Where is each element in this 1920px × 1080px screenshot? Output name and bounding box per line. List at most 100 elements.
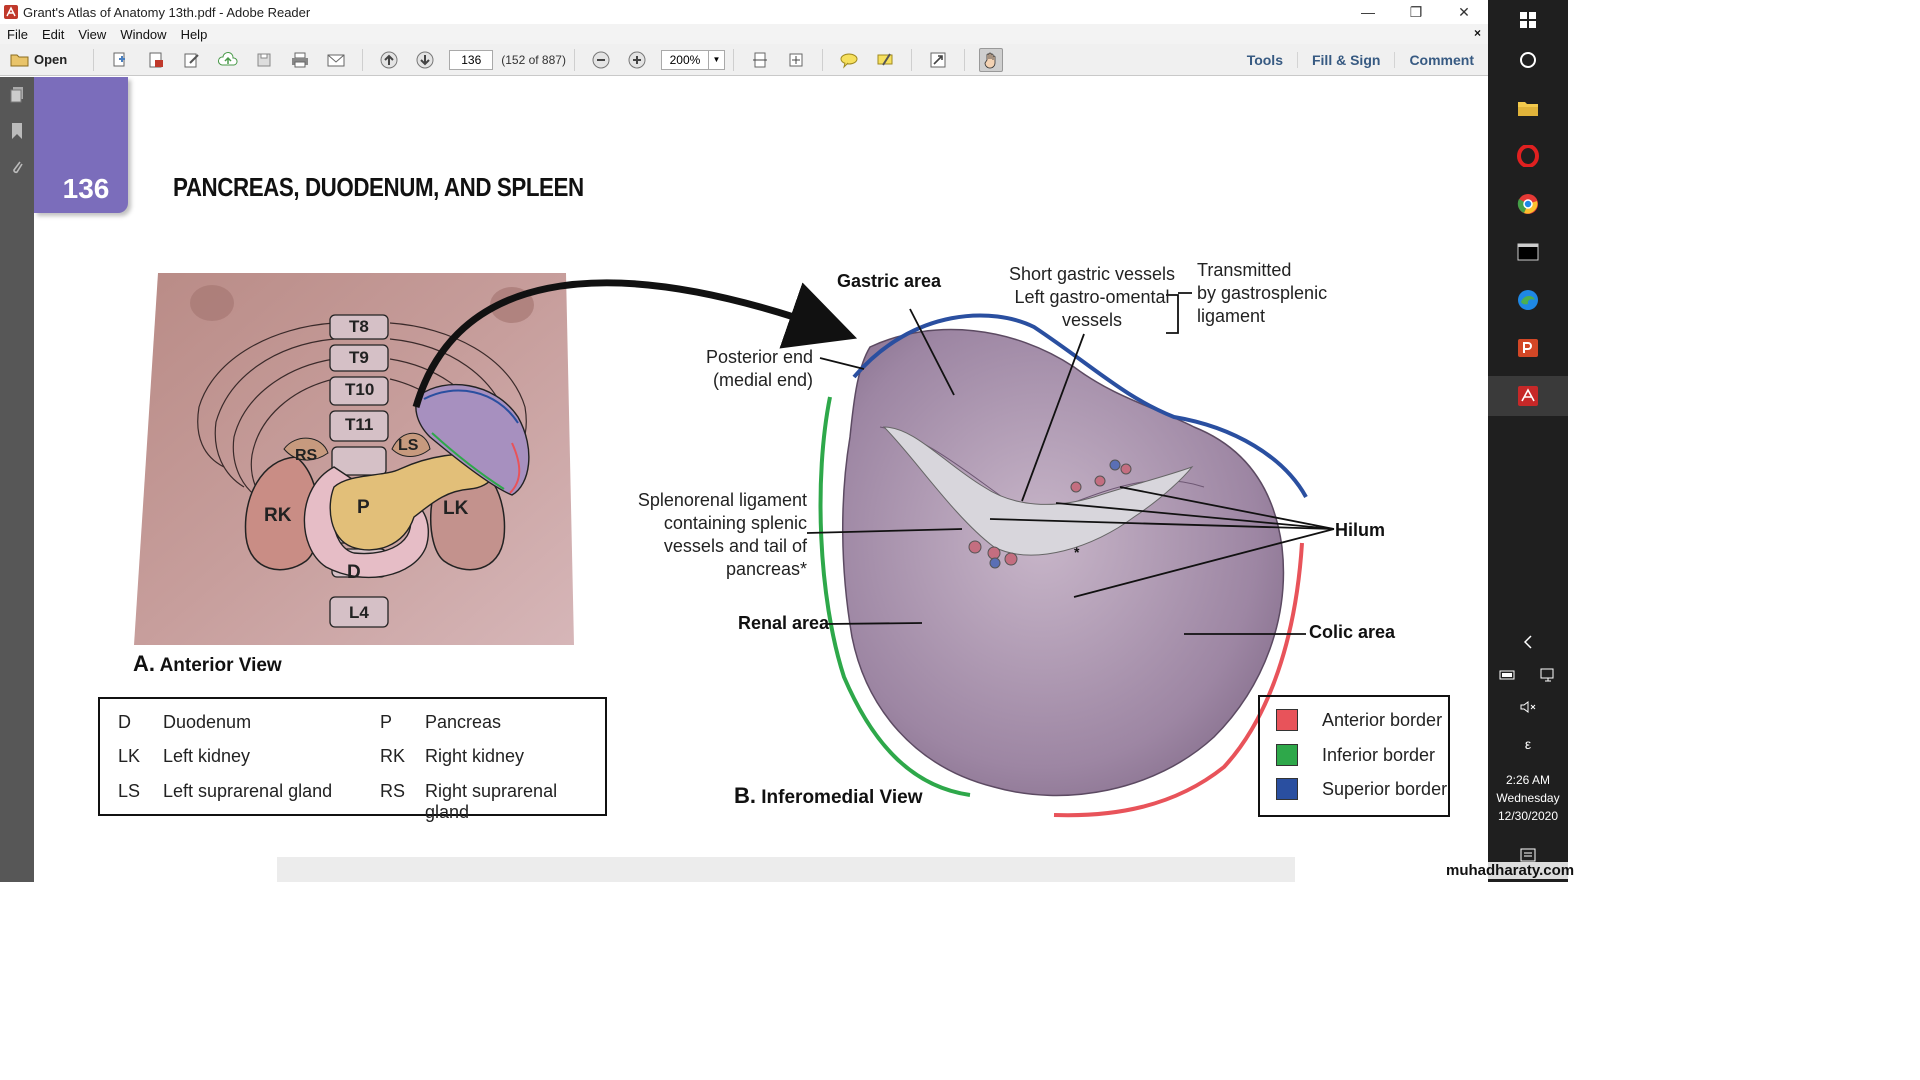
folder-icon: [10, 54, 29, 66]
inferior-border-line: [818, 396, 971, 797]
cloud-upload-icon[interactable]: [216, 48, 240, 72]
label-hilum: Hilum: [1335, 520, 1386, 540]
close-window-button[interactable]: ✕: [1458, 3, 1470, 20]
fit-page-icon[interactable]: [748, 48, 772, 72]
legend-abbr-lk: LK: [118, 746, 141, 766]
legend-name-right-suprarenal: Right suprarenal gland: [425, 781, 558, 822]
abbreviation-legend: D Duodenum LK Left kidney LS Left suprar…: [98, 697, 607, 822]
organ-label-p: P: [357, 497, 370, 518]
label-transmitted: Transmitted by gastrosplenic ligament: [1197, 259, 1327, 328]
label-transmitted-line3: ligament: [1197, 306, 1266, 326]
fill-sign-link[interactable]: Fill & Sign: [1296, 52, 1394, 68]
toolbar-separator: [821, 48, 823, 71]
comment-icon[interactable]: [837, 48, 861, 72]
toolbar: Open 136 (152 of 887) 200% ▼ Tools: [0, 44, 1488, 76]
adobe-reader-taskbar-icon[interactable]: [1488, 376, 1568, 416]
legend-inferior-border: Inferior border: [1276, 744, 1435, 766]
label-posterior-line2: (medial end): [712, 370, 813, 390]
network-icon[interactable]: [1528, 655, 1568, 695]
edge-icon[interactable]: [1488, 280, 1568, 320]
previous-page-icon[interactable]: [377, 48, 401, 72]
inferior-border-swatch: [1276, 744, 1298, 766]
legend-name-right-kidney: Right kidney: [425, 746, 525, 766]
comment-link[interactable]: Comment: [1394, 52, 1488, 68]
superior-border-swatch: [1276, 778, 1298, 800]
edit-pdf-icon[interactable]: [180, 48, 204, 72]
close-document-button[interactable]: ×: [1473, 26, 1481, 40]
highlight-icon[interactable]: [873, 48, 897, 72]
legend-abbr-d: D: [118, 712, 131, 732]
document-view[interactable]: 136 PANCREAS, DUODENUM, AND SPLEEN: [34, 77, 1488, 882]
minimize-button[interactable]: —: [1361, 4, 1375, 20]
clock-time: 2:26 AM: [1505, 773, 1551, 787]
label-short-gastric-line2: Left gastro-omental: [1014, 287, 1170, 307]
taskbar: ε 2:26 AM Wednesday 12/30/2020: [1488, 0, 1568, 882]
hand-tool-icon[interactable]: [978, 47, 1003, 72]
zoom-in-icon[interactable]: [625, 48, 649, 72]
figure-b-letter: B.: [734, 783, 756, 808]
full-screen-icon[interactable]: [926, 48, 950, 72]
vertebra-label-t9: T9: [349, 348, 369, 367]
legend-name-left-suprarenal: Left suprarenal gland: [163, 781, 333, 801]
menu-file[interactable]: File: [7, 26, 28, 42]
figure-b-caption: B. Inferomedial View: [734, 783, 922, 809]
menu-bar: File Edit View Window Help ×: [0, 24, 1488, 44]
toolbar-separator: [93, 48, 95, 71]
vertebra-label-t8: T8: [349, 317, 369, 336]
export-pdf-icon[interactable]: [144, 48, 168, 72]
system-clock[interactable]: 2:26 AM Wednesday 12/30/2020: [1488, 771, 1568, 825]
save-icon[interactable]: [252, 48, 276, 72]
next-page-icon[interactable]: [413, 48, 437, 72]
tools-link[interactable]: Tools: [1246, 52, 1283, 68]
inferior-border-label: Inferior border: [1322, 744, 1436, 765]
chevron-down-icon[interactable]: ▼: [707, 50, 724, 69]
label-transmitted-line1: Transmitted: [1197, 260, 1292, 280]
powerpoint-icon[interactable]: [1488, 328, 1568, 368]
open-button[interactable]: Open: [10, 52, 67, 68]
fit-width-icon[interactable]: [784, 48, 808, 72]
chrome-icon[interactable]: [1488, 184, 1568, 224]
menu-view[interactable]: View: [78, 26, 107, 42]
legend-name-duodenum: Duodenum: [163, 712, 252, 732]
window-title: Grant's Atlas of Anatomy 13th.pdf - Adob…: [23, 4, 311, 20]
menu-edit[interactable]: Edit: [41, 26, 65, 42]
legend-name-pancreas: Pancreas: [425, 712, 502, 732]
clock-date: 12/30/2020: [1497, 809, 1559, 823]
create-pdf-icon[interactable]: [108, 48, 132, 72]
start-icon[interactable]: [1488, 0, 1568, 40]
attachments-icon[interactable]: [0, 149, 34, 185]
battery-icon[interactable]: [1488, 655, 1528, 695]
show-hidden-icons-icon[interactable]: [1488, 622, 1568, 662]
curved-arrow: [412, 279, 858, 408]
print-icon[interactable]: [288, 48, 312, 72]
superior-border-label: Superior border: [1322, 778, 1448, 799]
organ-label-rk: RK: [264, 505, 292, 526]
zoom-out-icon[interactable]: [589, 48, 613, 72]
page-number-input[interactable]: 136: [449, 49, 494, 70]
file-explorer-icon[interactable]: [1488, 88, 1568, 128]
notifications-icon[interactable]: [1488, 836, 1568, 876]
toolbar-separator: [732, 48, 734, 71]
organ-label-d: D: [347, 562, 361, 583]
anterior-border-swatch: [1276, 709, 1298, 731]
page-thumbnails-icon[interactable]: [0, 77, 34, 113]
spleen-illustration: [841, 328, 1285, 797]
input-indicator[interactable]: ε: [1524, 736, 1532, 752]
opera-icon[interactable]: [1488, 136, 1568, 176]
superior-border-line: [852, 313, 1308, 498]
email-icon[interactable]: [324, 48, 348, 72]
label-splenorenal-line2: containing splenic: [663, 513, 807, 533]
figure-a-title: Anterior View: [159, 655, 282, 676]
menu-window[interactable]: Window: [120, 26, 167, 42]
page-number-tab: 136: [34, 77, 128, 213]
watermark-text: muhadharaty.com: [1444, 862, 1577, 879]
menu-help[interactable]: Help: [180, 26, 208, 42]
zoom-select[interactable]: 200% ▼: [660, 49, 725, 70]
anatomy-figure: [134, 273, 1335, 818]
cortana-search-icon[interactable]: [1488, 40, 1568, 80]
terminal-icon[interactable]: [1488, 232, 1568, 272]
volume-muted-icon[interactable]: [1488, 687, 1568, 727]
bookmarks-icon[interactable]: [0, 113, 34, 149]
legend-superior-border: Superior border: [1276, 778, 1447, 800]
restore-button[interactable]: ❐: [1409, 3, 1423, 20]
